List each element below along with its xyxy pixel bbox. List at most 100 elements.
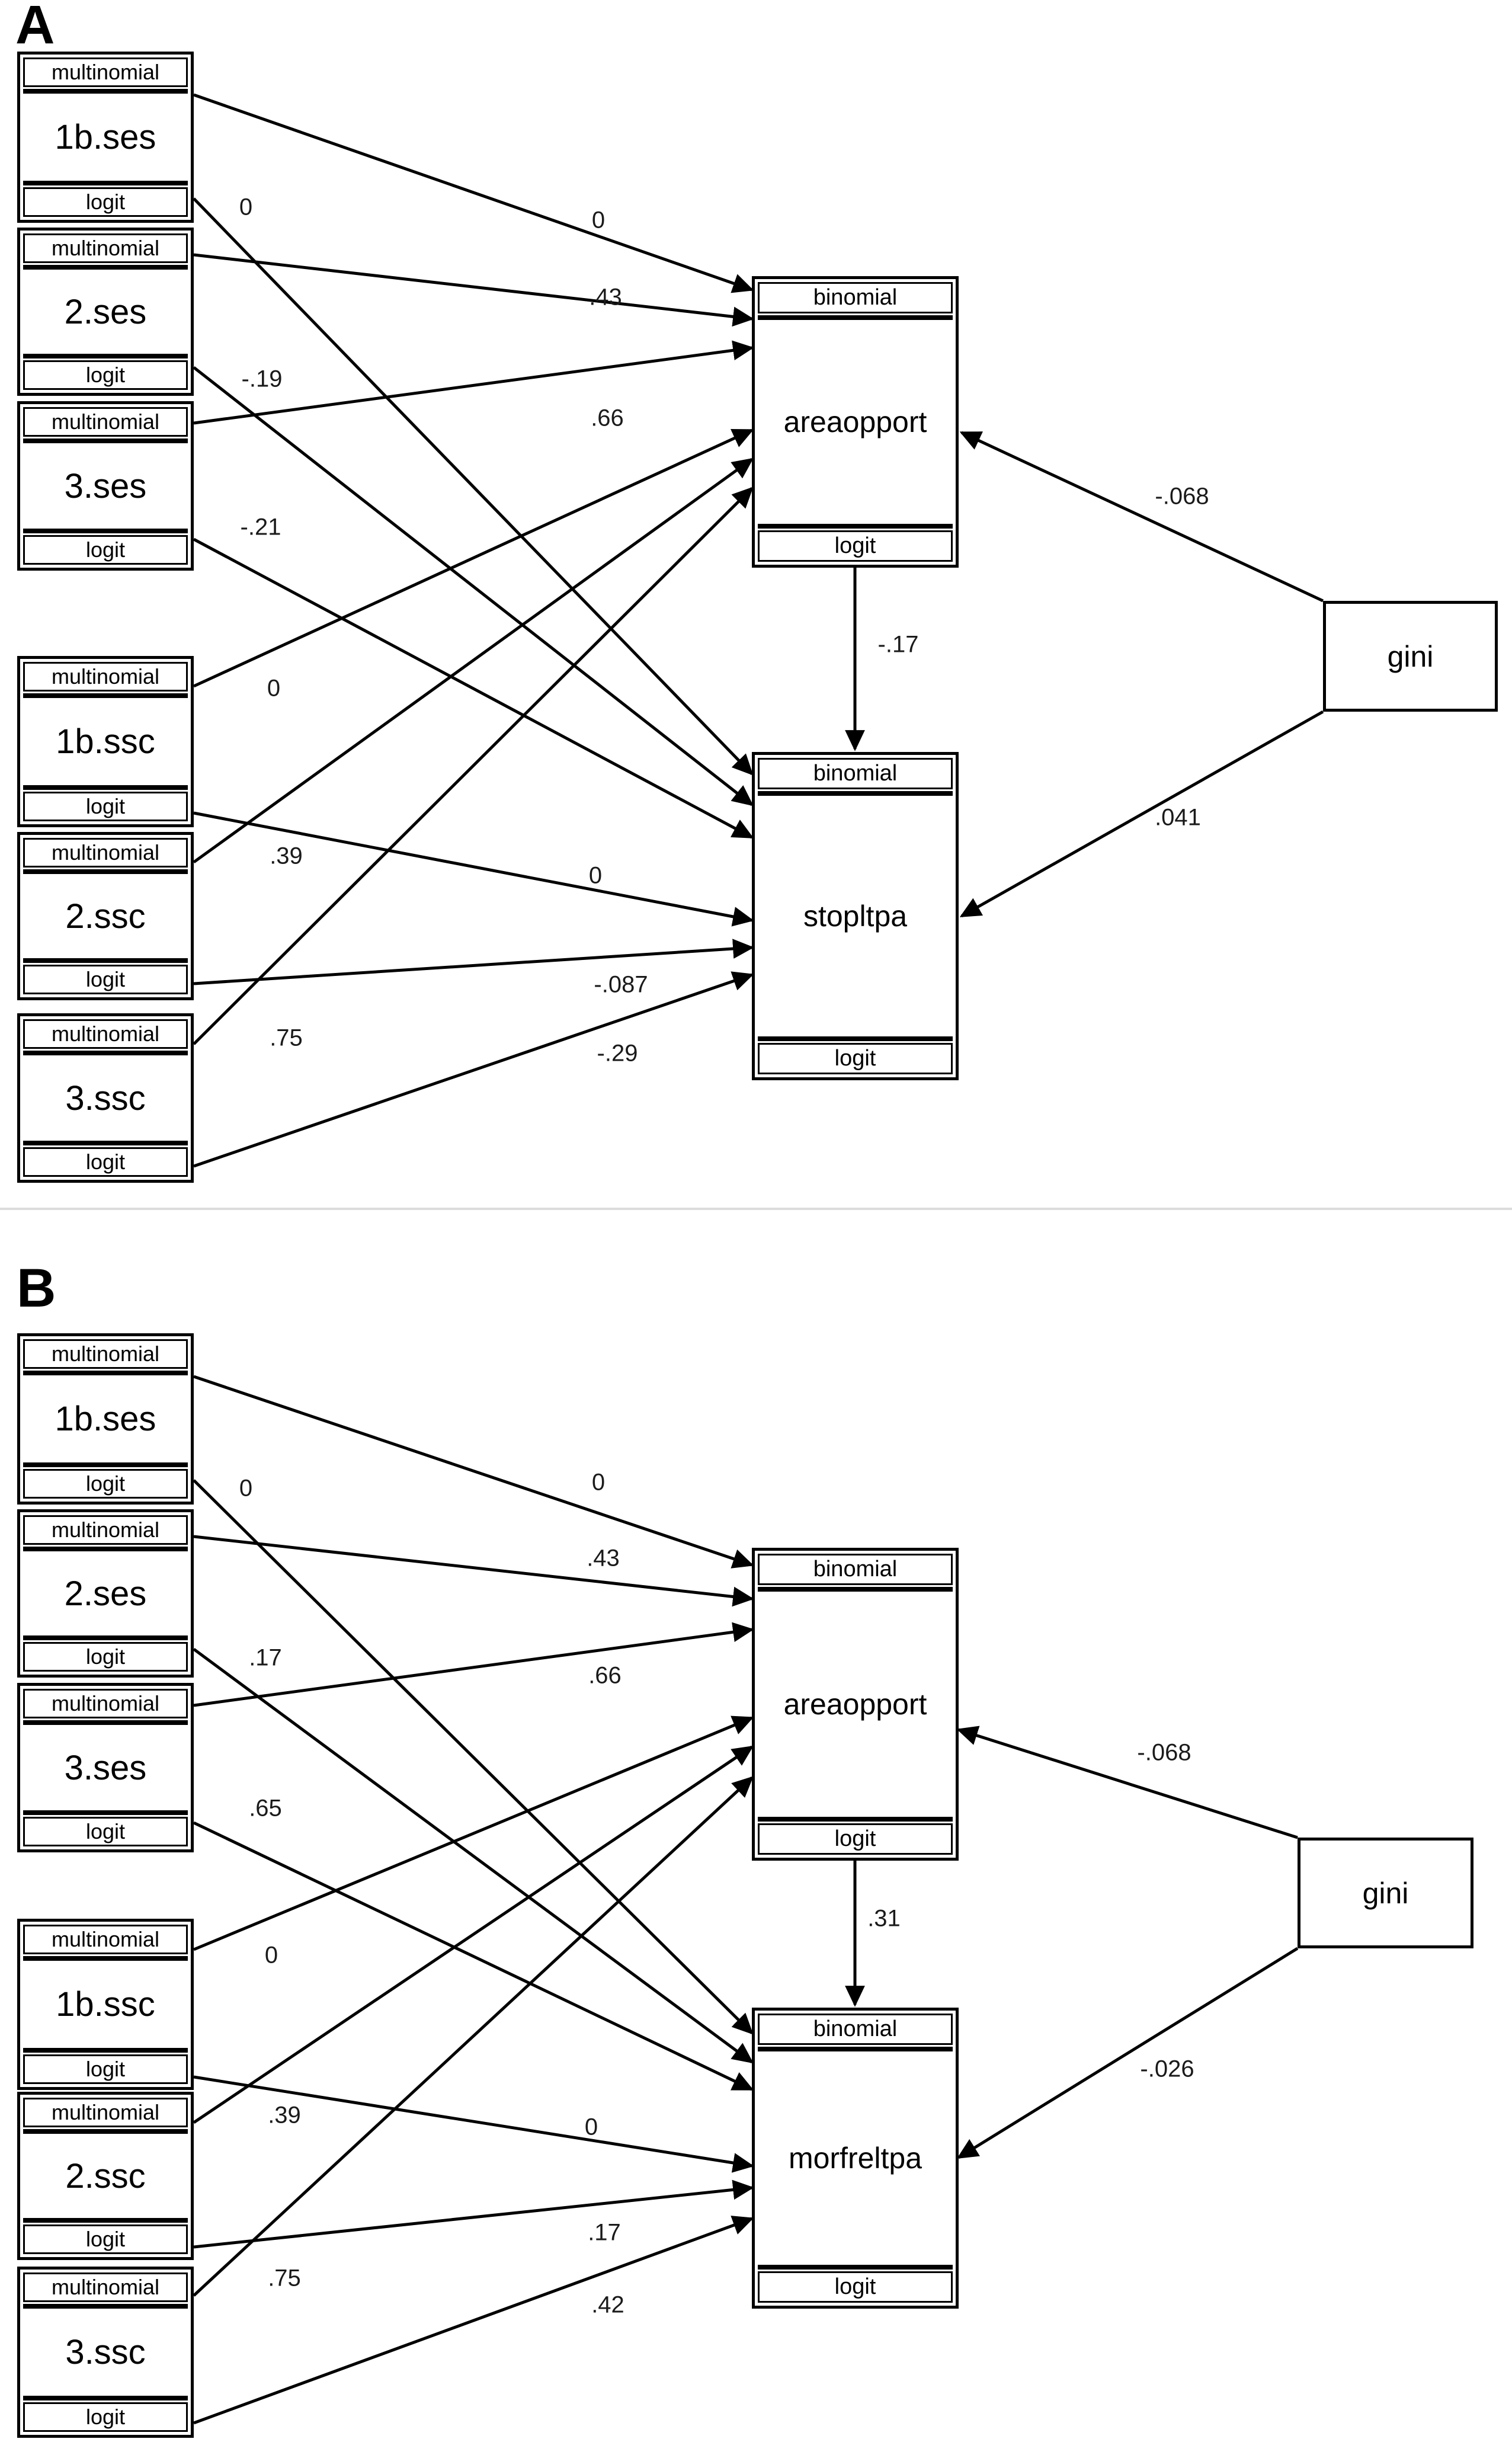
arrow-a-gini-to-stopltpa <box>959 710 1324 918</box>
arrow-a-ssc3-to-stopltpa <box>193 971 754 1168</box>
predictor-box-3-ssc-b: multinomial 3.ssc logit <box>17 2267 194 2438</box>
coef-a-ses3-stopltpa: -.21 <box>240 514 281 540</box>
coef-b-ses2-areaopport: .43 <box>587 1545 620 1571</box>
coef-b-ssc1-morfreltpa: 0 <box>584 2114 598 2140</box>
variable-name: 2.ssc <box>23 869 188 963</box>
link-label: logit <box>23 2402 188 2432</box>
family-label: binomial <box>758 758 953 789</box>
link-label: logit <box>23 1641 188 1672</box>
variable-name: 2.ssc <box>23 2129 188 2223</box>
coef-a-ssc2-areaopport: .39 <box>270 843 303 869</box>
coef-b-ssc2-areaopport: .39 <box>268 2102 301 2128</box>
family-label: multinomial <box>23 2098 188 2128</box>
predictor-box-1b-ssc-a: multinomial 1b.ssc logit <box>17 656 194 827</box>
family-label: multinomial <box>23 233 188 264</box>
coef-b-gini-areaopport: -.068 <box>1137 1739 1191 1766</box>
predictor-box-2-ssc-a: multinomial 2.ssc logit <box>17 832 194 1000</box>
variable-name: 3.ses <box>23 438 188 533</box>
panel-label-b: B <box>17 1258 56 1318</box>
link-label: logit <box>23 1468 188 1499</box>
predictor-box-2-ssc-b: multinomial 2.ssc logit <box>17 2092 194 2260</box>
link-label: logit <box>23 1816 188 1846</box>
coef-a-ssc3-areaopport: .75 <box>270 1025 303 1051</box>
coef-b-ssc2-morfreltpa: .17 <box>588 2219 621 2246</box>
variable-name: morfreltpa <box>758 2046 953 2270</box>
predictor-box-1b-ses-a: multinomial 1b.ses logit <box>17 52 194 223</box>
coef-b-ses1-areaopport: 0 <box>591 1469 606 1496</box>
coef-a-ses2-stopltpa: -.19 <box>241 366 283 392</box>
family-label: binomial <box>758 282 953 313</box>
link-label: logit <box>23 964 188 994</box>
arrow-b-ses1-to-areaopport <box>193 1375 754 1569</box>
variable-name: areaopport <box>758 315 953 529</box>
arrow-a-ssc1-to-areaopport <box>193 428 754 688</box>
family-label: binomial <box>758 1554 953 1585</box>
coef-a-ses3-areaopport: .66 <box>591 405 624 431</box>
arrow-b-ses2-to-areaopport <box>193 1535 754 1607</box>
arrow-b-gini-to-areaopport <box>956 1726 1298 1839</box>
family-label: multinomial <box>23 1019 188 1049</box>
link-label: logit <box>23 2054 188 2084</box>
variable-name: 1b.ssc <box>23 693 188 790</box>
outcome-box-stopltpa-a: binomial stopltpa logit <box>752 752 959 1080</box>
variable-name: 3.ssc <box>23 1051 188 1145</box>
panel-divider <box>0 1208 1512 1210</box>
link-label: logit <box>758 1823 953 1855</box>
coef-a-ses1-stopltpa: 0 <box>239 194 253 220</box>
arrow-a-ses2-to-stopltpa <box>193 366 754 806</box>
link-label: logit <box>23 360 188 390</box>
family-label: multinomial <box>23 1515 188 1545</box>
variable-name: 3.ses <box>23 1720 188 1815</box>
family-label: multinomial <box>23 1689 188 1719</box>
coef-b-ssc3-morfreltpa: .42 <box>591 2291 624 2318</box>
arrow-a-ssc3-to-areaopport <box>193 486 754 1045</box>
arrow-a-ses1-to-areaopport <box>193 93 754 293</box>
panel-label-a: A <box>15 0 55 55</box>
coef-a-areaopport-stopltpa: -.17 <box>877 631 919 658</box>
coef-a-ssc1-stopltpa: 0 <box>588 862 603 889</box>
coef-b-areaopport-morfreltpa: .31 <box>867 1905 901 1932</box>
variable-name: 1b.ses <box>23 1371 188 1467</box>
arrow-a-gini-to-areaopport <box>959 431 1324 603</box>
arrow-b-ssc2-to-morfreltpa <box>193 2179 754 2249</box>
coef-a-ssc2-stopltpa: -.087 <box>594 971 648 998</box>
link-label: logit <box>23 2224 188 2254</box>
coef-b-ssc1-areaopport: 0 <box>264 1942 278 1969</box>
outcome-box-areaopport-a: binomial areaopport logit <box>752 276 959 568</box>
variable-name: 2.ses <box>23 265 188 359</box>
link-label: logit <box>23 1147 188 1177</box>
coef-a-ssc1-areaopport: 0 <box>267 675 281 702</box>
outcome-box-morfreltpa-b: binomial morfreltpa logit <box>752 2008 959 2309</box>
arrow-b-ssc3-to-morfreltpa <box>193 2216 754 2425</box>
covariate-box-gini-b: gini <box>1298 1838 1473 1948</box>
variable-name: 1b.ssc <box>23 1956 188 2053</box>
coef-b-ses1-morfreltpa: 0 <box>239 1475 253 1502</box>
family-label: binomial <box>758 2014 953 2045</box>
arrow-b-ssc3-to-areaopport <box>193 1776 754 2297</box>
coef-b-ses3-morfreltpa: .65 <box>249 1795 282 1822</box>
arrow-a-ses2-to-areaopport <box>193 253 754 327</box>
predictor-box-3-ses-a: multinomial 3.ses logit <box>17 401 194 571</box>
predictor-box-3-ssc-a: multinomial 3.ssc logit <box>17 1013 194 1183</box>
predictor-box-2-ses-b: multinomial 2.ses logit <box>17 1509 194 1678</box>
predictor-box-3-ses-b: multinomial 3.ses logit <box>17 1683 194 1852</box>
variable-name: 2.ses <box>23 1547 188 1640</box>
link-label: logit <box>758 1043 953 1074</box>
link-label: logit <box>758 530 953 562</box>
variable-name: areaopport <box>758 1586 953 1822</box>
predictor-box-2-ses-a: multinomial 2.ses logit <box>17 228 194 396</box>
covariate-box-gini-a: gini <box>1323 601 1498 712</box>
family-label: multinomial <box>23 838 188 868</box>
coef-b-ses3-areaopport: .66 <box>588 1662 622 1689</box>
arrow-b-ssc1-to-areaopport <box>193 1715 754 1951</box>
link-label: logit <box>23 534 188 565</box>
family-label: multinomial <box>23 1339 188 1369</box>
coef-b-ses2-morfreltpa: .17 <box>249 1644 282 1671</box>
coef-a-gini-areaopport: -.068 <box>1155 483 1209 510</box>
link-label: logit <box>23 791 188 821</box>
family-label: multinomial <box>23 2272 188 2303</box>
arrow-a-ssc2-to-stopltpa <box>193 939 754 985</box>
coef-b-ssc3-areaopport: .75 <box>268 2265 301 2291</box>
family-label: multinomial <box>23 57 188 88</box>
predictor-box-1b-ses-b: multinomial 1b.ses logit <box>17 1333 194 1505</box>
